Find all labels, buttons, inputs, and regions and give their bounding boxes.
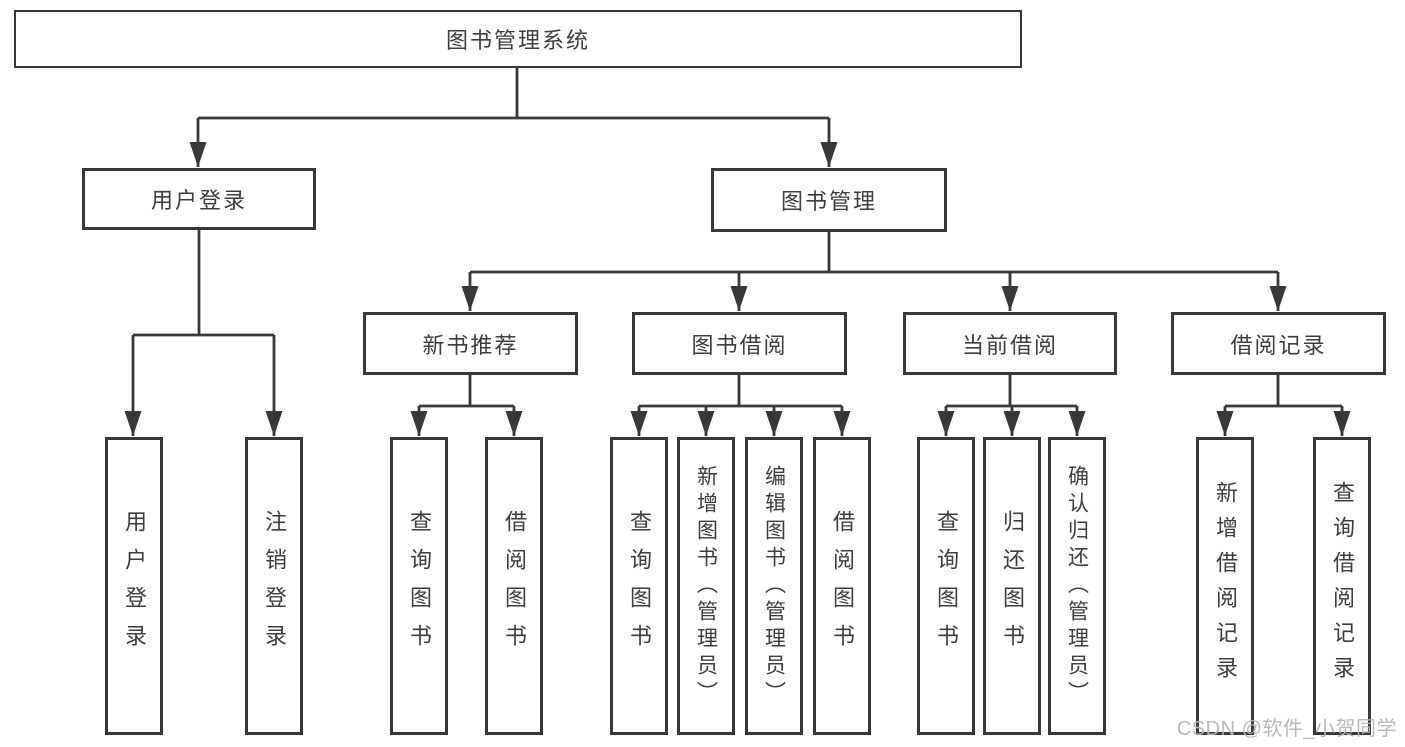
leaf-borrowing-borrow-books: 借阅图书 [813,437,871,735]
leaf-borrowing-add-books-admin: 新增图书（管理员） [677,437,735,735]
connector-current-borrowing-to-leaves [937,375,1086,436]
leaf-borrowing-query-books-label: 查询图书 [627,510,652,662]
node-root: 图书管理系统 [14,10,1022,68]
leaf-current-query-books-label: 查询图书 [934,510,959,662]
leaf-current-return-books: 归还图书 [983,437,1041,735]
node-user-login-label: 用户登录 [150,188,247,213]
leaf-records-add-borrow-record: 新增借阅记录 [1196,437,1254,735]
leaf-current-confirm-return-admin: 确认归还（管理员） [1048,437,1106,735]
leaf-logout-login: 注销登录 [245,437,303,735]
csdn-watermark: CSDN @软件_小贺同学 [1176,718,1397,740]
leaf-records-add-borrow-record-label: 新增借阅记录 [1213,481,1238,691]
leaf-borrowing-borrow-books-label: 借阅图书 [830,510,855,662]
leaf-recommend-query-books: 查询图书 [390,437,448,735]
connector-book-management-to-level3 [461,232,1287,311]
node-borrowing-records-label: 借阅记录 [1230,332,1327,358]
leaf-borrowing-edit-books-admin-label: 编辑图书（管理员） [762,464,786,708]
leaf-current-query-books: 查询图书 [917,437,975,735]
connector-book-borrowing-to-leaves [630,375,851,436]
leaf-records-query-borrow-record: 查询借阅记录 [1313,437,1371,735]
leaf-borrowing-add-books-admin-label: 新增图书（管理员） [694,464,718,708]
leaf-recommend-borrow-books: 借阅图书 [485,437,543,735]
node-user-login: 用户登录 [82,168,316,230]
leaf-user-login: 用户登录 [105,437,163,735]
node-root-label: 图书管理系统 [445,28,590,53]
leaf-user-login-label: 用户登录 [122,510,147,662]
leaf-logout-login-label: 注销登录 [262,510,287,662]
leaf-borrowing-query-books: 查询图书 [610,437,668,735]
node-new-book-recommend: 新书推荐 [363,312,578,375]
node-borrowing-records: 借阅记录 [1171,312,1386,375]
leaf-records-query-borrow-record-label: 查询借阅记录 [1330,481,1355,691]
connector-user-login-to-leaves [124,230,283,436]
leaf-recommend-query-books-label: 查询图书 [407,510,432,662]
leaf-recommend-borrow-books-label: 借阅图书 [502,510,527,662]
connector-borrowing-records-to-leaves [1216,375,1351,436]
leaf-borrowing-edit-books-admin: 编辑图书（管理员） [745,437,803,735]
connector-root-to-level2 [189,68,838,167]
node-current-borrowing-label: 当前借阅 [961,332,1058,358]
node-current-borrowing: 当前借阅 [903,312,1117,375]
connector-new-book-recommend-to-leaves [410,375,523,436]
node-book-management: 图书管理 [711,168,947,232]
node-new-book-recommend-label: 新书推荐 [422,332,519,358]
node-book-management-label: 图书管理 [780,189,877,214]
leaf-current-confirm-return-admin-label: 确认归还（管理员） [1065,464,1089,708]
node-book-borrowing: 图书借阅 [632,312,847,375]
leaf-current-return-books-label: 归还图书 [1000,510,1025,662]
node-book-borrowing-label: 图书借阅 [691,332,788,358]
